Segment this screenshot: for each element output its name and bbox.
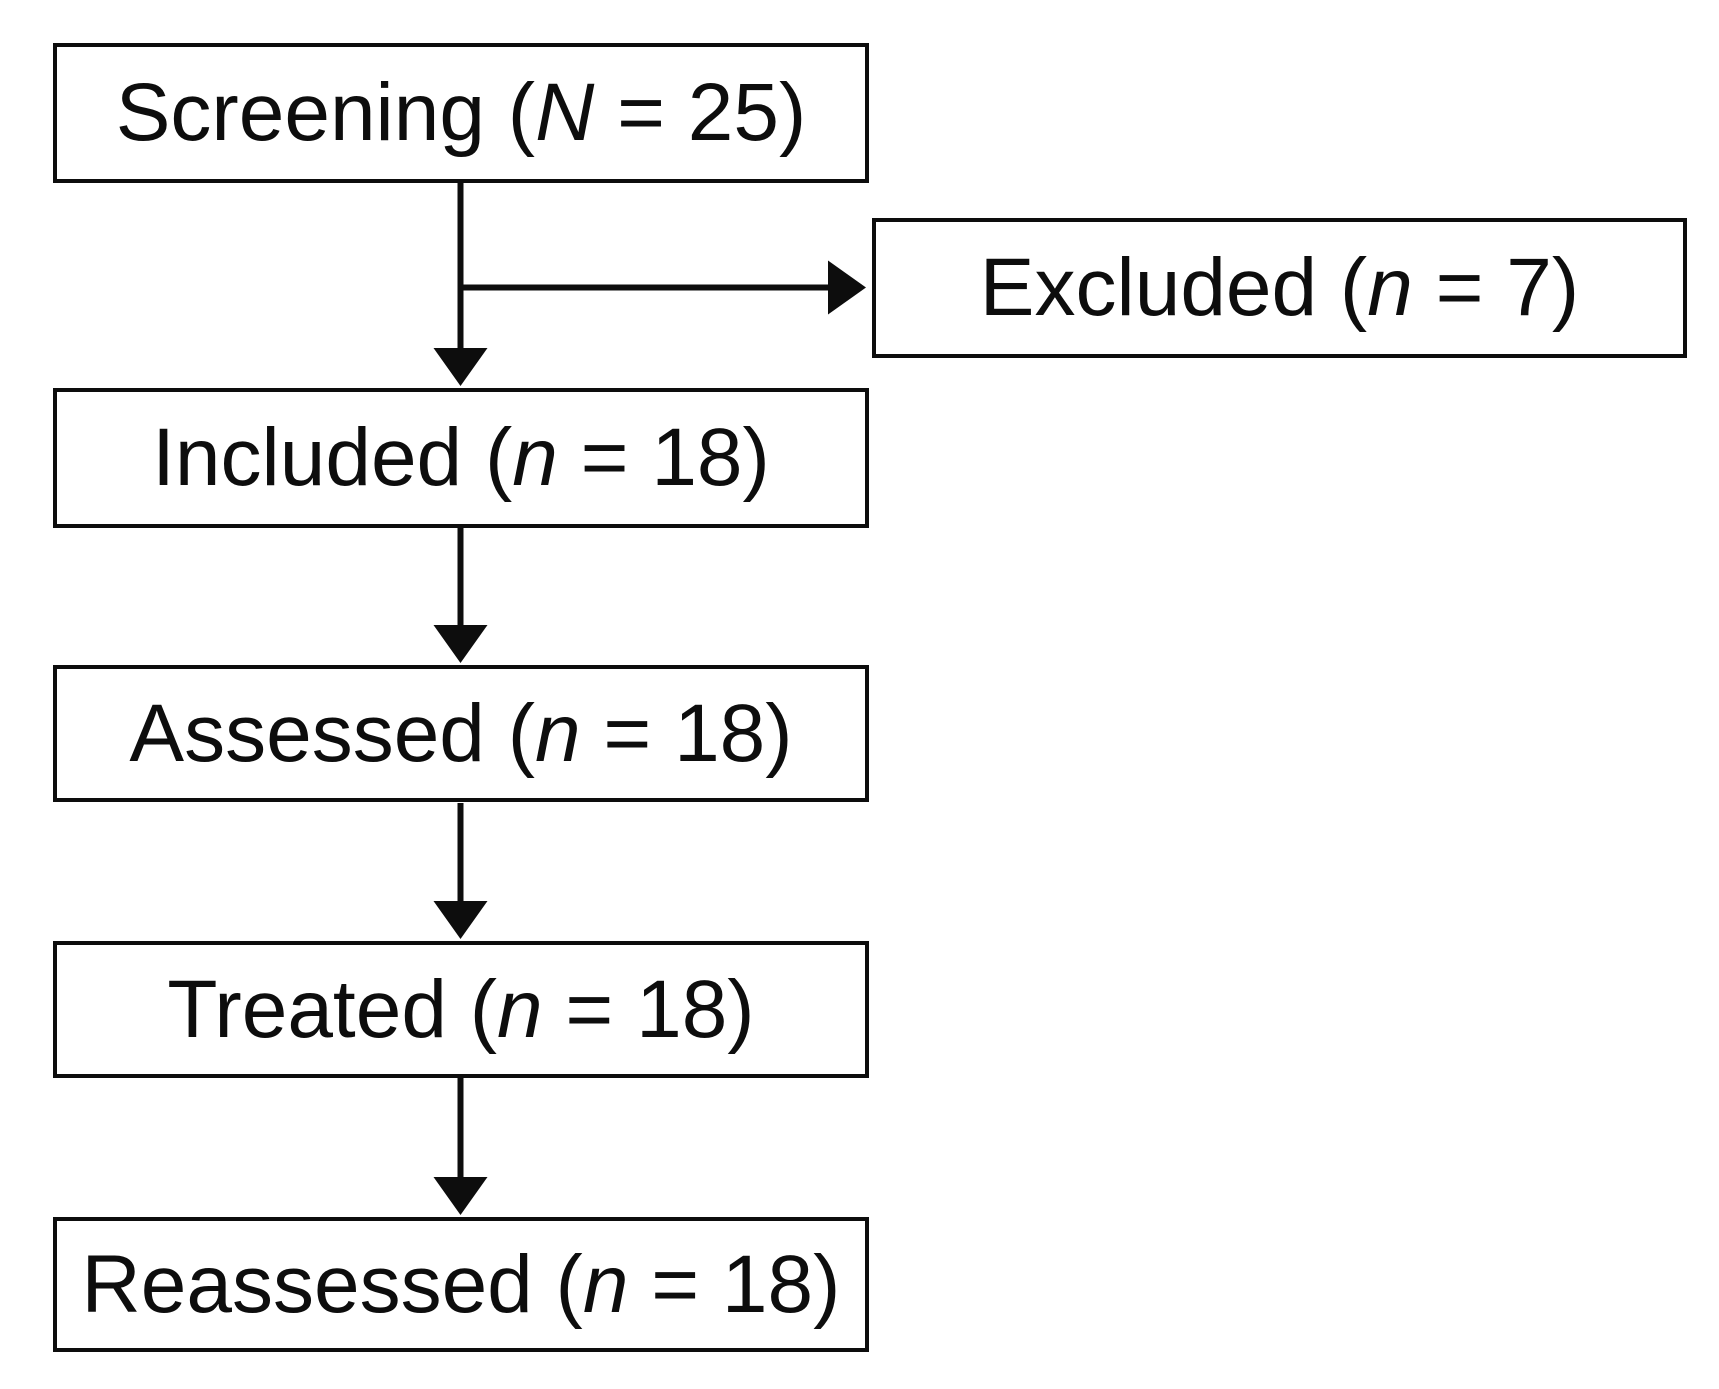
flow-box-included: Included (n = 18) xyxy=(53,388,869,528)
label-prefix: Included ( xyxy=(152,412,513,503)
label-variable: N xyxy=(535,67,595,158)
label-variable: n xyxy=(497,963,543,1055)
label-suffix: = 18) xyxy=(628,1238,841,1330)
box-label: Assessed (n = 18) xyxy=(129,692,792,775)
flow-box-assessed: Assessed (n = 18) xyxy=(53,665,869,802)
box-label: Reassessed (n = 18) xyxy=(82,1243,841,1326)
label-suffix: = 18) xyxy=(557,412,770,503)
box-label: Included (n = 18) xyxy=(152,417,770,499)
box-label: Excluded (n = 7) xyxy=(980,247,1579,329)
label-prefix: Treated ( xyxy=(167,963,498,1055)
flow-box-excluded: Excluded (n = 7) xyxy=(872,218,1687,358)
label-prefix: Reassessed ( xyxy=(81,1238,583,1330)
label-variable: n xyxy=(512,412,558,503)
label-variable: n xyxy=(535,687,581,779)
flow-box-reassessed: Reassessed (n = 18) xyxy=(53,1217,869,1352)
label-prefix: Screening ( xyxy=(115,67,536,158)
flow-box-treated: Treated (n = 18) xyxy=(53,941,869,1078)
label-prefix: Assessed ( xyxy=(129,687,536,779)
box-label: Screening (N = 25) xyxy=(116,72,807,154)
box-label: Treated (n = 18) xyxy=(167,968,754,1051)
flow-box-screening: Screening (N = 25) xyxy=(53,43,869,183)
label-suffix: = 18) xyxy=(580,687,793,779)
label-suffix: = 18) xyxy=(542,963,755,1055)
label-variable: n xyxy=(1367,242,1413,333)
label-suffix: = 7) xyxy=(1412,242,1580,333)
label-suffix: = 25) xyxy=(594,67,807,158)
label-prefix: Excluded ( xyxy=(979,242,1368,333)
label-variable: n xyxy=(582,1238,629,1330)
